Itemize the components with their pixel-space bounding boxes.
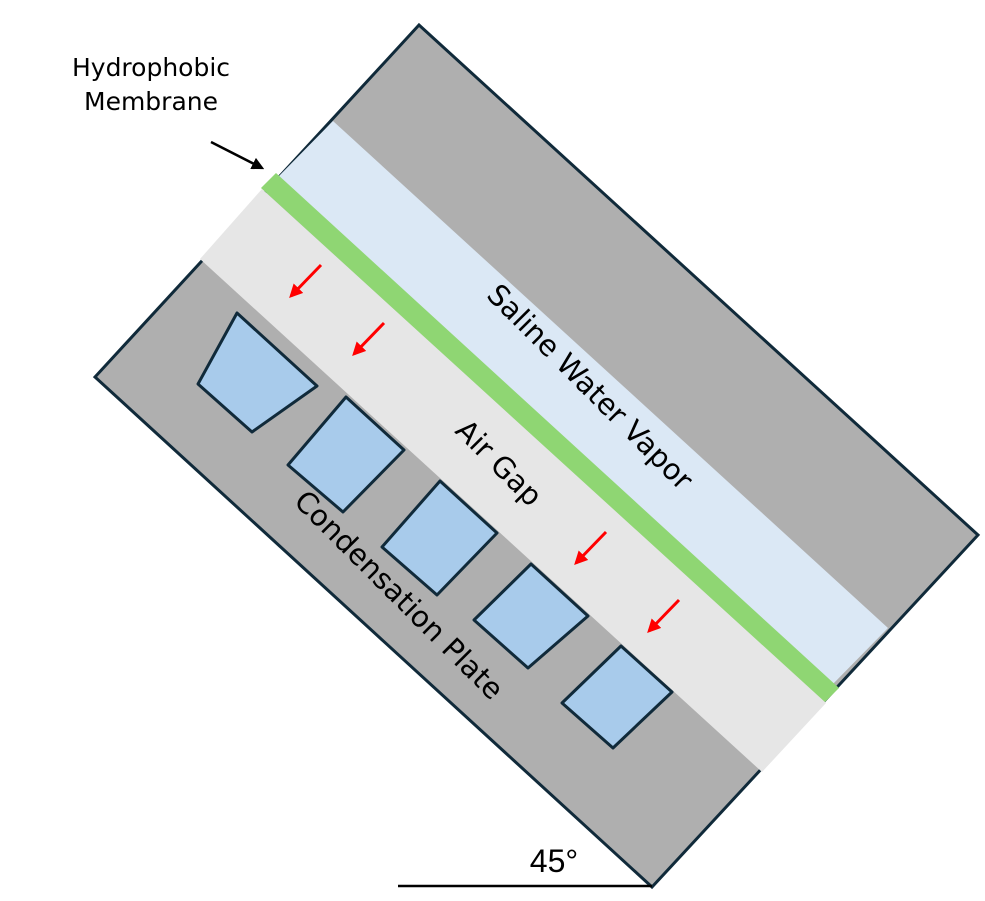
flow-arrow [574, 530, 608, 565]
cooling-channel [286, 395, 406, 514]
air-gap-band [200, 189, 826, 772]
cooling-channel [560, 644, 674, 750]
flow-arrow [647, 598, 681, 633]
angle-label: 45° [530, 843, 578, 879]
cooling-channel [472, 562, 590, 670]
membrane-label-line1: Hydrophobic [72, 53, 230, 82]
cooling-channel [196, 311, 319, 434]
vapor-flow-arrows [289, 263, 681, 633]
cooling-channel [380, 479, 499, 597]
hydrophobic-membrane [261, 173, 839, 703]
saline-water-vapor-band [276, 121, 888, 686]
membrane-pointer-arrow [210, 140, 265, 170]
flow-arrow [289, 263, 323, 298]
cooling-channels [196, 311, 674, 750]
flow-arrow [352, 321, 386, 356]
membrane-label-line2: Membrane [84, 87, 218, 116]
